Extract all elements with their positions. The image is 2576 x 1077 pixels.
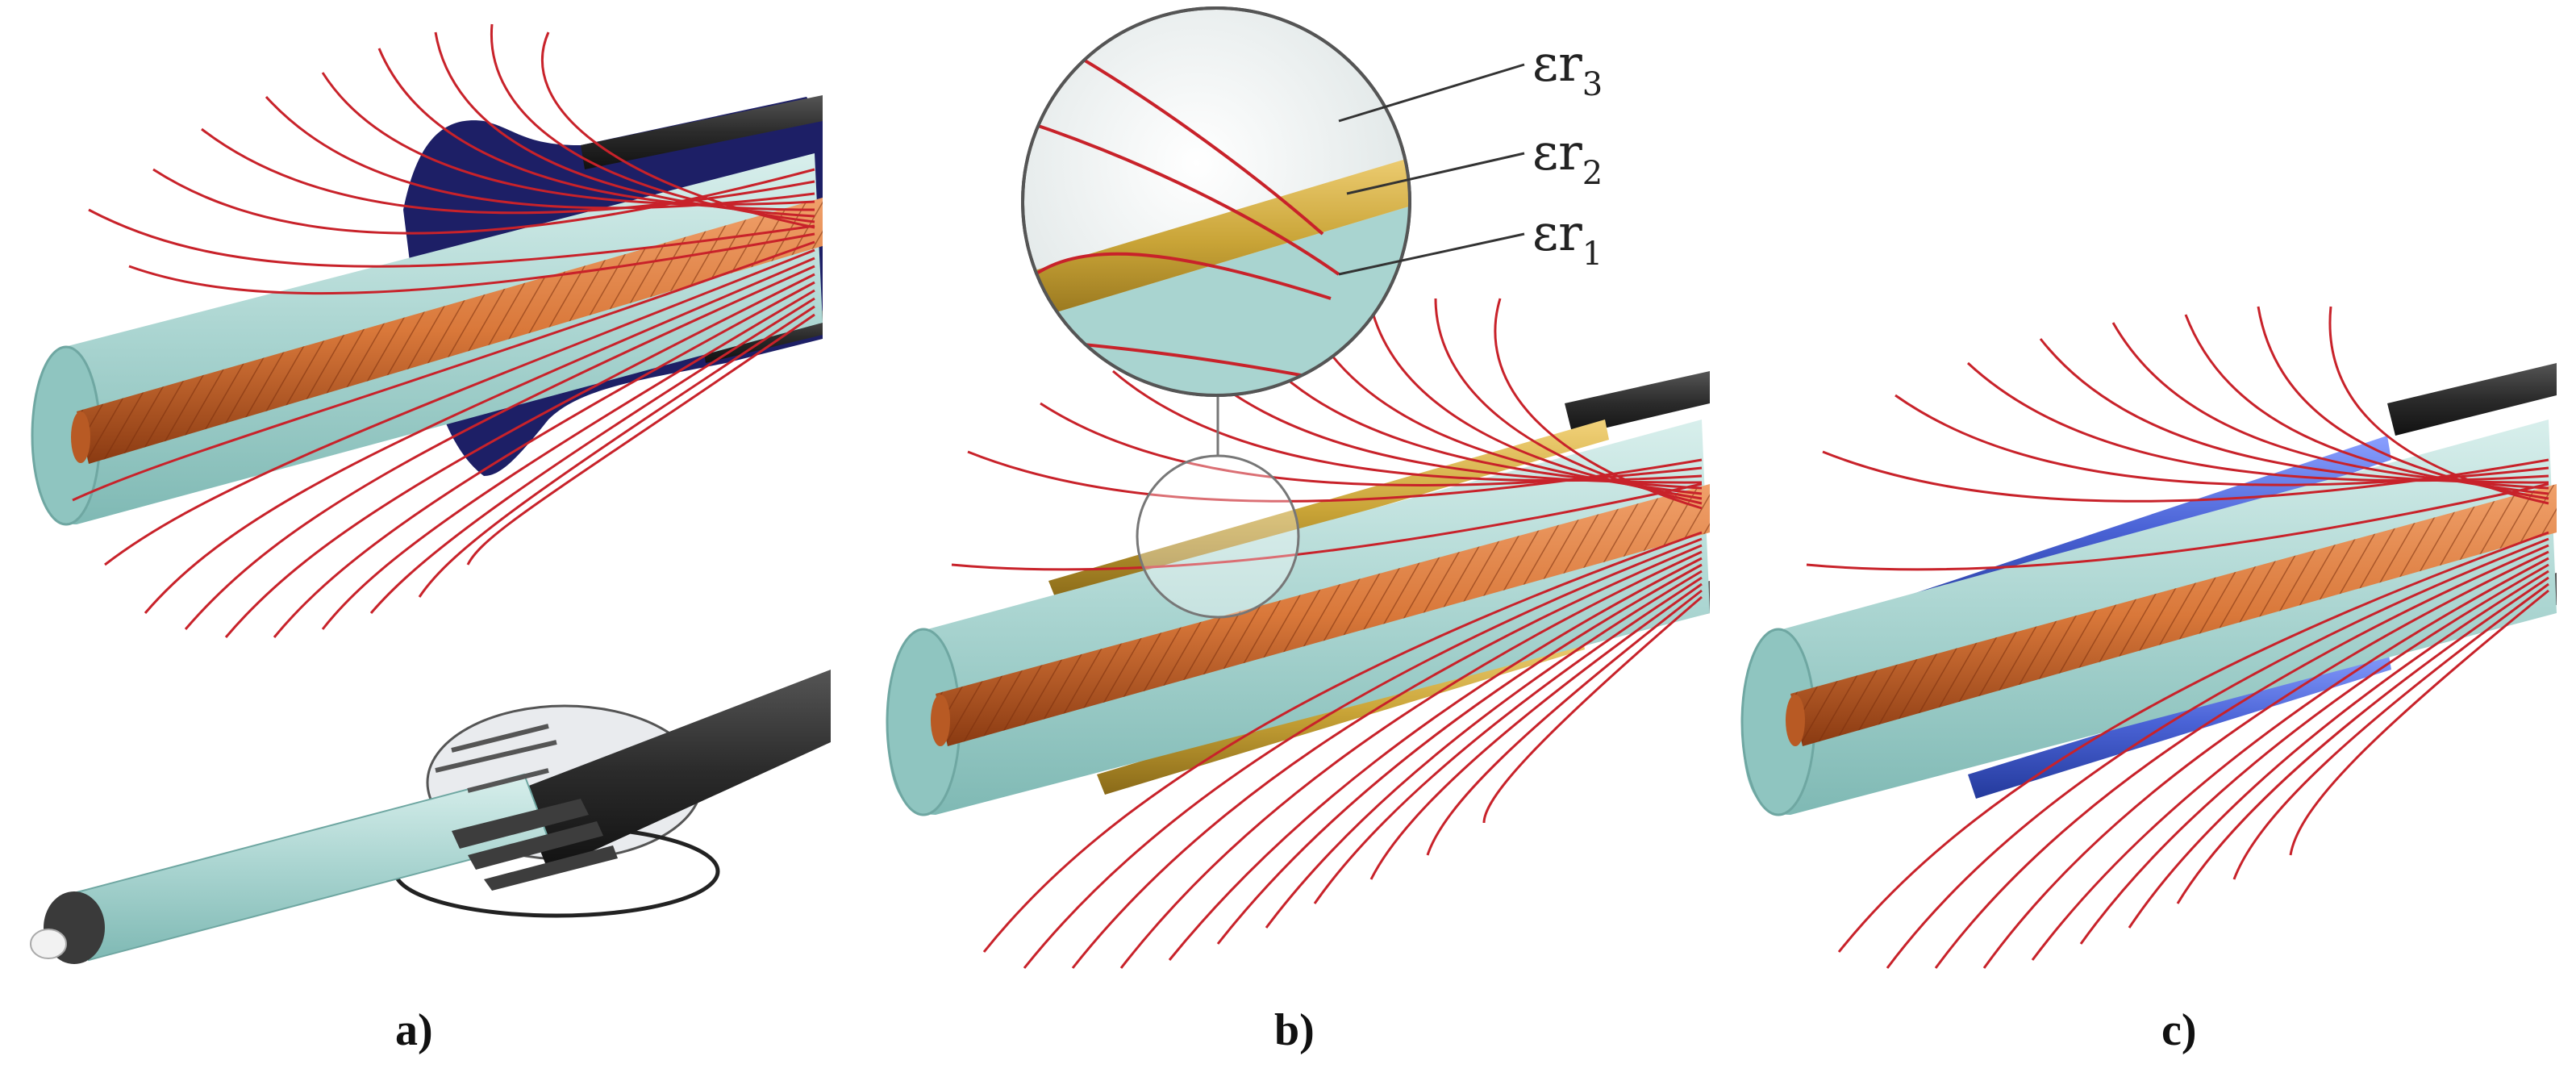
magnifier-lens (1136, 454, 1300, 619)
panel-a (31, 23, 823, 638)
panel-label-c: c) (2161, 1005, 2197, 1055)
stress-layer-gold-top (1048, 420, 1609, 601)
epsilon-label-1: εr1 (1532, 203, 1603, 273)
panel-b (886, 298, 1710, 969)
panel-label-b: b) (1274, 1005, 1315, 1055)
termination-sheath (516, 670, 831, 871)
termination-fins (452, 799, 618, 891)
sheath-top-c (2387, 363, 2557, 436)
epsilon-label-3: εr3 (1532, 34, 1603, 103)
panel-c (1740, 306, 2557, 969)
magnified-inset: εr3 εr2 εr1 (1021, 6, 1603, 397)
termination-3d (30, 670, 831, 964)
panel-label-a: a) (395, 1005, 433, 1055)
sheath-top (581, 95, 823, 169)
epsilon-label-2: εr2 (1532, 123, 1603, 192)
field-lines-b (951, 298, 1703, 969)
field-lines-a (72, 23, 815, 638)
sheath-top-b (1565, 371, 1710, 436)
conductor-end (71, 411, 90, 463)
leader-lines (1338, 63, 1525, 276)
field-lines-c (1806, 306, 2549, 969)
